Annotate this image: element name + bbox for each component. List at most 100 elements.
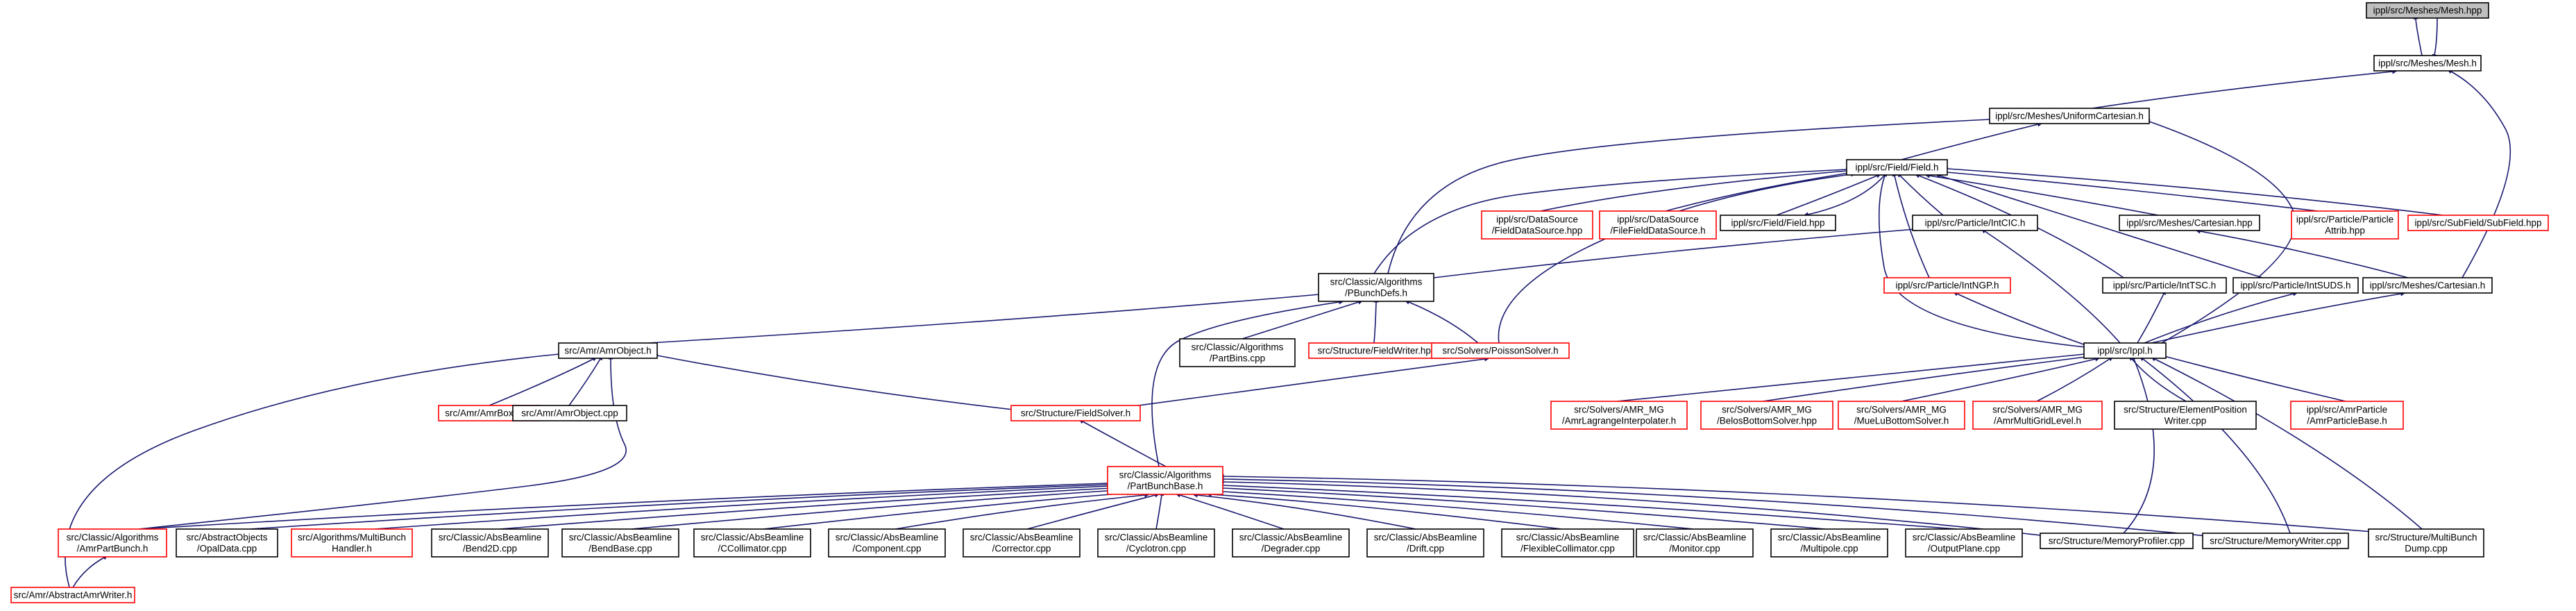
edge-ippl-particle-particleattrib-hpp-to-ippl-field-field-h bbox=[1942, 169, 2319, 212]
node-ippl-datasource-filefielddatasource-h[interactable]: ippl/src/DataSource/FileFieldDataSource.… bbox=[1599, 210, 1717, 240]
node-ippl-meshes-uniformcartesian-h[interactable]: ippl/src/Meshes/UniformCartesian.h bbox=[1989, 108, 2150, 124]
node-structure-memorywriter-cpp[interactable]: src/Structure/MemoryWriter.cpp bbox=[2202, 533, 2349, 549]
edge-line bbox=[1155, 490, 1164, 530]
node-solvers-amr-mg-belosbottomsolver-hpp[interactable]: src/Solvers/AMR_MG/BelosBottomSolver.hpp bbox=[1700, 401, 1833, 430]
edge-structure-elementpositionwriter-cpp-to-ippl-src-ippl-h bbox=[2128, 355, 2187, 402]
node-label-line: src/Classic/Algorithms bbox=[1330, 277, 1423, 287]
edge-absbeamline-monitor-cpp-to-classic-algorithms-partbunchbase-h bbox=[1217, 489, 1694, 530]
edge-structure-memoryprofiler-cpp-to-ippl-src-ippl-h bbox=[2123, 355, 2155, 534]
node-label-line: /FlexibleCollimator.cpp bbox=[1520, 544, 1615, 554]
node-label-line: src/Classic/AbsBeamline bbox=[1778, 533, 1881, 543]
node-ippl-particle-intsuds-h[interactable]: ippl/src/Particle/IntSUDS.h bbox=[2232, 277, 2359, 294]
node-ippl-src-ippl-h[interactable]: ippl/src/Ippl.h bbox=[2083, 342, 2167, 359]
node-absbeamline-bendbase-cpp[interactable]: src/Classic/AbsBeamline/BendBase.cpp bbox=[561, 528, 679, 558]
node-ippl-subfield-subfield-hpp[interactable]: ippl/src/SubField/SubField.hpp bbox=[2407, 215, 2549, 231]
node-box bbox=[2373, 55, 2482, 72]
node-box bbox=[1846, 159, 1948, 176]
node-absbeamline-degrader-cpp[interactable]: src/Classic/AbsBeamline/Degrader.cpp bbox=[1232, 528, 1350, 558]
edge-structure-fieldsolver-h-to-solvers-poissonsolver-h bbox=[1137, 356, 1490, 406]
edge-line bbox=[1137, 356, 1490, 406]
node-label-line: /FileFieldDataSource.h bbox=[1610, 226, 1705, 236]
node-ippl-field-field-hpp[interactable]: ippl/src/Field/Field.hpp bbox=[1720, 215, 1836, 231]
node-ippl-datasource-fielddatasource-hpp[interactable]: ippl/src/DataSource/FieldDataSource.hpp bbox=[1481, 210, 1593, 240]
node-classic-algorithms-amrpartbunch-h[interactable]: src/Classic/Algorithms/AmrPartBunch.h bbox=[58, 528, 167, 558]
node-solvers-amr-mg-amrlagrangeinterpolater-h[interactable]: src/Solvers/AMR_MG/AmrLagrangeInterpolat… bbox=[1550, 401, 1688, 430]
node-absbeamline-outputplane-cpp[interactable]: src/Classic/AbsBeamline/OutputPlane.cpp bbox=[1905, 528, 2023, 558]
edge-structure-memoryprofiler-cpp-to-classic-algorithms-partbunchbase-h bbox=[1219, 479, 2048, 537]
node-label-line: src/Classic/AbsBeamline bbox=[1643, 533, 1747, 543]
node-label-line: src/Structure/MultiBunch bbox=[2375, 533, 2477, 543]
node-absbeamline-ccollimator-cpp[interactable]: src/Classic/AbsBeamline/CCollimator.cpp bbox=[693, 528, 811, 558]
node-amr-amrobject-cpp[interactable]: src/Amr/AmrObject.cpp bbox=[512, 405, 627, 421]
node-label-line: ippl/src/Meshes/Cartesian.h bbox=[2370, 281, 2486, 291]
node-absbeamline-drift-cpp[interactable]: src/Classic/AbsBeamline/Drift.cpp bbox=[1366, 528, 1484, 558]
node-label-line: /AmrPartBunch.h bbox=[77, 544, 149, 554]
edge-ippl-particle-intcic-h-to-ippl-field-field-h bbox=[1897, 172, 1944, 216]
node-box bbox=[1838, 401, 1965, 430]
edge-line bbox=[1897, 172, 1944, 216]
node-absbeamline-corrector-cpp[interactable]: src/Classic/AbsBeamline/Corrector.cpp bbox=[963, 528, 1081, 558]
edge-line bbox=[249, 482, 1113, 530]
node-classic-algorithms-partbins-cpp[interactable]: src/Classic/Algorithms/PartBins.cpp bbox=[1179, 338, 1296, 367]
node-classic-algorithms-pbunchdefs-h[interactable]: src/Classic/Algorithms/PBunchDefs.h bbox=[1318, 273, 1434, 302]
node-solvers-poissonsolver-h[interactable]: src/Solvers/PoissonSolver.h bbox=[1431, 342, 1570, 359]
node-solvers-amr-mg-muelubottomsolver-h[interactable]: src/Solvers/AMR_MG/MueLuBottomSolver.h bbox=[1838, 401, 1965, 430]
node-absbeamline-flexiblecollimator-cpp[interactable]: src/Classic/AbsBeamline/FlexibleCollimat… bbox=[1501, 528, 1634, 558]
edge-ippl-src-ippl-h-to-ippl-meshes-uniformcartesian-h bbox=[2145, 119, 2296, 344]
node-ippl-particle-intngp-h[interactable]: ippl/src/Particle/IntNGP.h bbox=[1883, 277, 2011, 294]
edge-solvers-amr-mg-amrlagrangeinterpolater-h-to-ippl-src-ippl-h bbox=[1616, 351, 2090, 402]
node-classic-algorithms-partbunchbase-h[interactable]: src/Classic/Algorithms/PartBunchBase.h bbox=[1107, 466, 1223, 495]
node-ippl-meshes-cartesian-h[interactable]: ippl/src/Meshes/Cartesian.h bbox=[2362, 277, 2493, 294]
edge-line bbox=[648, 292, 1324, 344]
edge-line bbox=[1192, 492, 1416, 530]
edge-algorithms-multibunchhandler-h-to-classic-algorithms-partbunchbase-h bbox=[374, 483, 1115, 530]
node-label-line: /Cyclotron.cpp bbox=[1126, 544, 1186, 554]
node-ippl-meshes-cartesian-hpp[interactable]: ippl/src/Meshes/Cartesian.hpp bbox=[2119, 215, 2260, 231]
node-box bbox=[1010, 405, 1141, 421]
node-box bbox=[1599, 210, 1717, 240]
edge-solvers-amr-mg-belosbottomsolver-hpp-to-ippl-src-ippl-h bbox=[1762, 354, 2091, 402]
node-absbeamline-multipole-cpp[interactable]: src/Classic/AbsBeamline/Multipole.cpp bbox=[1770, 528, 1888, 558]
edge-line bbox=[1776, 174, 1881, 216]
node-absbeamline-bend2d-cpp[interactable]: src/Classic/AbsBeamline/Bend2D.cpp bbox=[431, 528, 549, 558]
node-absbeamline-cyclotron-cpp[interactable]: src/Classic/AbsBeamline/Cyclotron.cpp bbox=[1097, 528, 1215, 558]
edge-amr-amrobject-cpp-to-amr-amrobject-h bbox=[568, 355, 603, 406]
node-abstractobjects-opaldata-cpp[interactable]: src/AbstractObjects/OpalData.cpp bbox=[176, 528, 278, 558]
node-structure-memoryprofiler-cpp[interactable]: src/Structure/MemoryProfiler.cpp bbox=[2040, 533, 2194, 549]
node-box bbox=[2362, 277, 2493, 294]
node-amr-abstractamrwriter-h[interactable]: src/Amr/AbstractAmrWriter.h bbox=[10, 587, 135, 603]
node-absbeamline-component-cpp[interactable]: src/Classic/AbsBeamline/Component.cpp bbox=[828, 528, 946, 558]
node-amr-amrobject-h[interactable]: src/Amr/AmrObject.h bbox=[558, 342, 658, 359]
node-label-line: /PartBunchBase.h bbox=[1128, 481, 1203, 492]
edge-structure-multibunchdump-cpp-to-ippl-src-ippl-h bbox=[2151, 357, 2423, 530]
node-box bbox=[2119, 215, 2260, 231]
node-label-line: ippl/src/Particle/IntCIC.h bbox=[1925, 218, 2026, 228]
node-absbeamline-monitor-cpp[interactable]: src/Classic/AbsBeamline/Monitor.cpp bbox=[1636, 528, 1754, 558]
edge-line bbox=[499, 485, 1117, 530]
edge-line bbox=[652, 353, 1014, 410]
node-label-line: ippl/src/Particle/IntNGP.h bbox=[1895, 281, 1999, 291]
node-ippl-particle-inttsc-h[interactable]: ippl/src/Particle/IntTSC.h bbox=[2102, 277, 2227, 294]
edge-classic-algorithms-amrpartbunch-h-to-amr-amrobject-h bbox=[138, 354, 627, 530]
node-ippl-meshes-mesh-h[interactable]: ippl/src/Meshes/Mesh.h bbox=[2373, 55, 2482, 72]
node-ippl-meshes-mesh-hpp[interactable]: ippl/src/Meshes/Mesh.hpp bbox=[2366, 2, 2489, 19]
node-box bbox=[963, 528, 1081, 558]
node-box bbox=[2407, 215, 2549, 231]
edge-ippl-meshes-cartesian-hpp-to-ippl-field-field-h bbox=[1924, 173, 2159, 216]
node-label-line: src/Classic/Algorithms bbox=[1192, 342, 1284, 353]
node-structure-fieldwriter-hpp[interactable]: src/Structure/FieldWriter.hpp bbox=[1308, 342, 1446, 359]
node-solvers-amr-mg-amrmultigridlevel-h[interactable]: src/Solvers/AMR_MG/AmrMultiGridLevel.h bbox=[1972, 401, 2103, 430]
node-box bbox=[1501, 528, 1634, 558]
node-ippl-amrparticle-amrparticlebase-h[interactable]: ippl/src/AmrParticle/AmrParticleBase.h bbox=[2290, 401, 2404, 430]
node-ippl-field-field-h[interactable]: ippl/src/Field/Field.h bbox=[1846, 159, 1948, 176]
node-structure-fieldsolver-h[interactable]: src/Structure/FieldSolver.h bbox=[1010, 405, 1141, 421]
edge-absbeamline-ccollimator-cpp-to-classic-algorithms-partbunchbase-h bbox=[763, 490, 1133, 530]
node-label-line: src/Solvers/AMR_MG bbox=[1722, 405, 1812, 415]
edge-ippl-datasource-fielddatasource-hpp-to-ippl-field-field-h bbox=[1540, 168, 1852, 212]
node-ippl-particle-intcic-h[interactable]: ippl/src/Particle/IntCIC.h bbox=[1912, 215, 2038, 231]
